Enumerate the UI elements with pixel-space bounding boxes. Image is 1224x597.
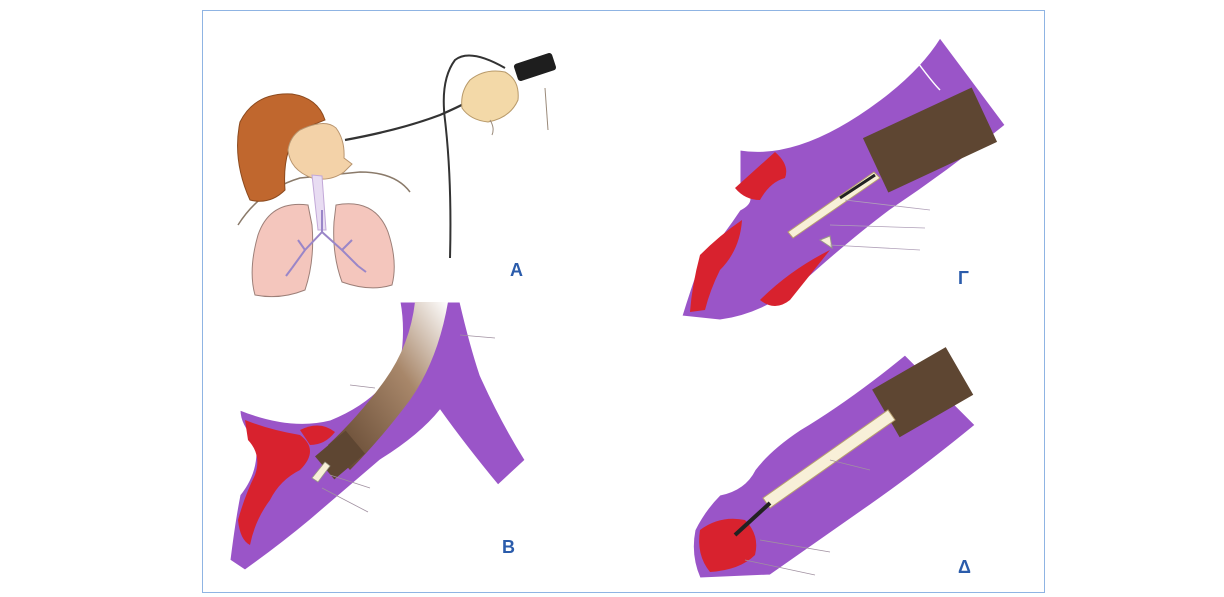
panel-b-illustration: Β: [230, 302, 525, 570]
operator-hand: [462, 71, 519, 122]
patient-airway: [312, 175, 326, 230]
panel-label-g: Γ: [958, 268, 969, 288]
patient-face: [288, 123, 352, 179]
panel-d-illustration: Δ: [693, 347, 975, 578]
airway-wall-g: [682, 38, 1005, 320]
right-lung: [334, 204, 395, 288]
panel-label-d: Δ: [958, 557, 971, 577]
panel-label-b: Β: [502, 537, 515, 557]
panel-g-illustration: Γ: [682, 38, 1005, 320]
panel-label-a: Α: [510, 260, 523, 280]
panel-a-illustration: Α: [238, 52, 557, 296]
bronchoscope-eyepiece: [513, 52, 557, 81]
